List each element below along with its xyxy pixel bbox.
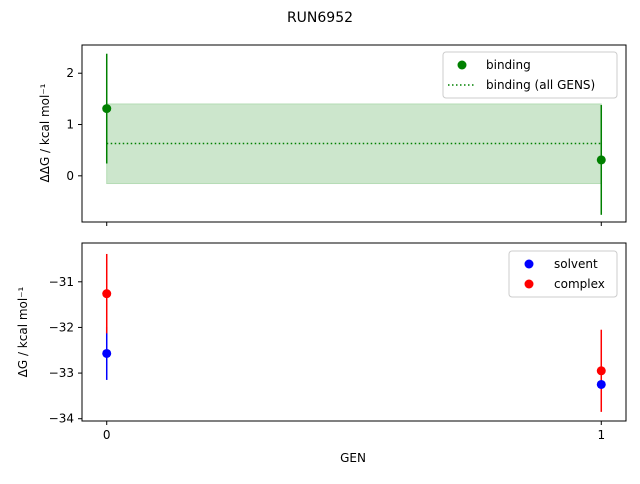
legend-label-binding: binding [486, 58, 531, 72]
top-x-ticks [106, 222, 602, 226]
x-axis-label: GEN [340, 451, 366, 465]
bottom-legend: solvent complex [508, 250, 618, 298]
top-y-tick-label-2: 2 [66, 66, 74, 80]
bot-x-tick-label-1: 1 [597, 428, 605, 442]
top-y-tick-label-1: 1 [66, 118, 74, 132]
data-point-complex-0 [102, 289, 112, 299]
top-y-tick-label-0: 0 [66, 169, 74, 183]
bottom-plot-area [102, 253, 606, 412]
bot-y-tick-label-1: −33 [49, 366, 74, 380]
bottom-legend-frame [508, 250, 618, 298]
top-legend-frame [442, 51, 618, 99]
top-panel: 0 1 2 ΔΔG / kcal mol⁻¹ binding binding (al… [38, 44, 627, 226]
data-point-solvent-1 [596, 379, 606, 389]
bot-y-tick-label-0: −34 [49, 412, 74, 426]
data-point-solvent-0 [102, 348, 112, 358]
top-y-axis-label: ΔΔG / kcal mol⁻¹ [38, 83, 52, 182]
data-point-binding-1 [596, 155, 606, 165]
legend-label-solvent: solvent [554, 257, 598, 271]
legend-marker-solvent [524, 259, 534, 269]
legend-label-complex: complex [554, 277, 605, 291]
bot-x-tick-label-0: 0 [103, 428, 111, 442]
data-point-binding-0 [102, 104, 112, 114]
figure-title: RUN6952 [287, 10, 353, 26]
bottom-y-ticks: −34 −33 −32 −31 [49, 275, 82, 426]
bot-y-tick-label-3: −31 [49, 275, 74, 289]
top-axes-frame [81, 44, 627, 223]
data-point-complex-1 [596, 366, 606, 376]
legend-label-binding-all: binding (all GENS) [486, 78, 595, 92]
bottom-y-axis-label: ΔG / kcal mol⁻¹ [16, 286, 30, 377]
bottom-axes-frame [81, 242, 627, 422]
bot-y-tick-label-2: −32 [49, 320, 74, 334]
top-legend: binding binding (all GENS) [442, 51, 618, 99]
top-y-ticks: 0 1 2 [66, 66, 82, 183]
top-plot-area [102, 53, 606, 215]
legend-marker-binding [457, 60, 467, 70]
legend-marker-complex [524, 279, 534, 289]
